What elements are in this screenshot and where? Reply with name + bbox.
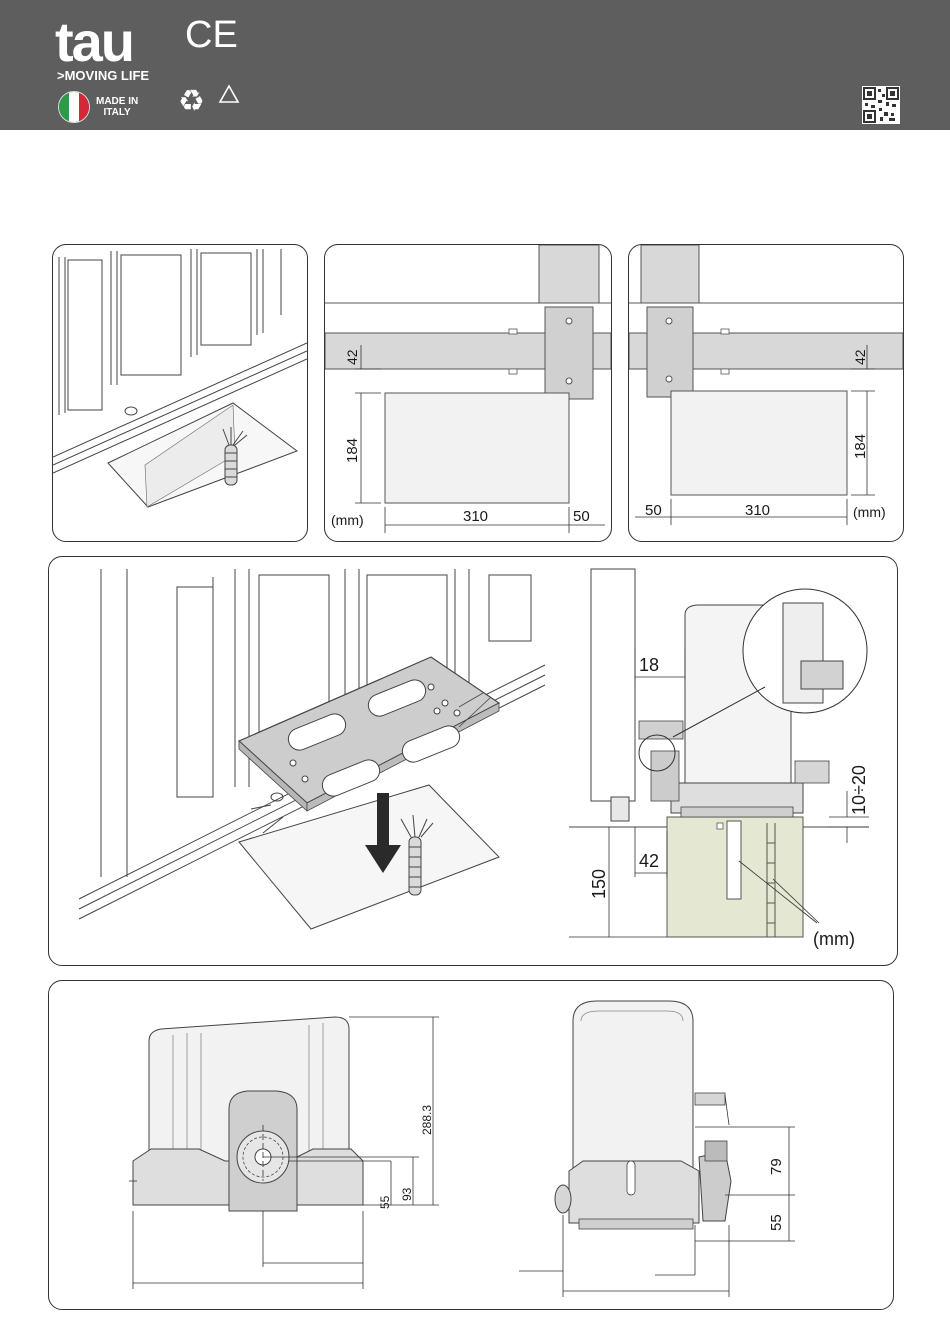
dim-50: 50 [573, 508, 590, 525]
dim-42: 42 [639, 851, 659, 871]
dim-42: 42 [852, 349, 868, 365]
dim-93: 93 [400, 1187, 414, 1201]
dim-310: 310 [463, 508, 488, 525]
unit-label: (mm) [813, 929, 855, 949]
made-in-italy-label: MADE IN ITALY [96, 96, 138, 118]
dim-79: 79 [768, 1158, 785, 1175]
italy-flag-icon [58, 91, 90, 123]
dim-184: 184 [852, 434, 869, 459]
dim-150: 150 [589, 869, 609, 899]
ce-mark: CE [185, 14, 238, 57]
figure-a-panel [52, 244, 308, 542]
dim-42: 42 [344, 349, 360, 365]
figure-c-drawing: 42 184 310 50 (mm) [629, 245, 903, 541]
unit-label: (mm) [853, 504, 886, 520]
made-in-line1: MADE IN [96, 96, 138, 107]
made-in-line2: ITALY [96, 107, 138, 118]
figure-f-drawing: 288.3 93 55 [129, 985, 459, 1305]
dim-50: 50 [645, 502, 662, 519]
dim-310: 310 [745, 502, 770, 519]
unit-label: (mm) [331, 512, 364, 528]
figure-fg-panel: 288.3 93 55 79 55 [48, 980, 894, 1310]
dim-55: 55 [378, 1195, 392, 1209]
triangle-icon [218, 84, 240, 109]
brand-tagline: >MOVING LIFE [57, 68, 149, 83]
dim-288-3: 288.3 [420, 1105, 434, 1135]
qr-code-icon [862, 86, 900, 124]
figure-de-panel: 18 42 150 10÷20 (mm) [48, 556, 898, 966]
header-bar: tau >MOVING LIFE CE MADE IN ITALY ♻ [0, 0, 950, 130]
recycle-icon: ♻ [178, 84, 205, 119]
figure-c-panel: 42 184 310 50 (mm) [628, 244, 904, 542]
figure-e-drawing: 18 42 150 10÷20 (mm) [569, 561, 898, 957]
dim-55: 55 [768, 1214, 785, 1231]
dim-184: 184 [344, 438, 361, 463]
dim-10-20: 10÷20 [849, 765, 869, 815]
figure-a-drawing [53, 245, 307, 541]
figure-b-drawing: 42 184 310 50 (mm) [325, 245, 611, 541]
figure-g-drawing: 79 55 [519, 985, 799, 1305]
figure-b-panel: 42 184 310 50 (mm) [324, 244, 612, 542]
dim-18: 18 [639, 655, 659, 675]
brand-logo: tau [55, 14, 133, 70]
